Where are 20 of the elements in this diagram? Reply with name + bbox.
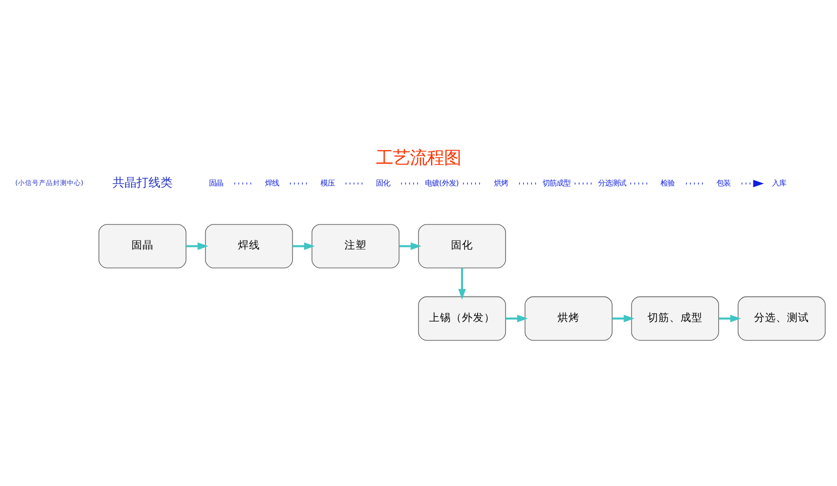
diagram-title: 工艺流程图 xyxy=(376,148,461,168)
arrow xyxy=(506,314,528,322)
node-box: 注塑 xyxy=(312,224,400,268)
node-box: 烘烤 xyxy=(524,296,612,340)
arrow xyxy=(292,242,315,250)
connector xyxy=(234,182,254,184)
arrow xyxy=(399,242,422,250)
connector xyxy=(630,182,650,184)
arrow xyxy=(612,314,634,322)
node-box: 分选、测试 xyxy=(738,296,826,340)
arrow xyxy=(186,242,208,250)
node-box: 固化 xyxy=(418,224,506,268)
node-box: 固晶 xyxy=(98,224,186,268)
arrow xyxy=(718,314,741,322)
node-box: 上锡（外发） xyxy=(418,296,506,340)
node-box: 切筋、成型 xyxy=(631,296,719,340)
arrow xyxy=(458,267,466,300)
node-box: 焊线 xyxy=(205,224,293,268)
label: 共晶打线类 xyxy=(112,174,172,189)
arrow xyxy=(742,179,764,187)
